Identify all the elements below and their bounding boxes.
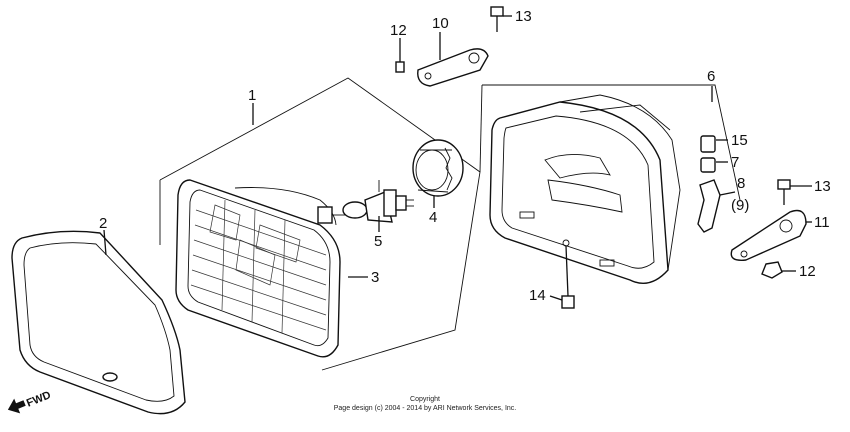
sealed-beam-unit [175, 179, 345, 358]
headlight-bulb [342, 180, 414, 223]
leader-lines [103, 15, 812, 301]
bulb-socket [412, 139, 464, 197]
upper-bracket [417, 48, 489, 87]
callout-11: 11 [814, 214, 830, 231]
callout-7: 7 [731, 154, 739, 171]
callout-1: 1 [248, 87, 256, 104]
bolt-13-top [490, 6, 504, 32]
page-design-notice: Page design (c) 2004 - 2014 by ARI Netwo… [333, 405, 517, 412]
callout-12-right: 12 [799, 263, 816, 280]
side-bracket [730, 209, 807, 261]
callout-12-top: 12 [390, 22, 407, 39]
callout-3: 3 [371, 269, 379, 286]
headlight-rim [11, 230, 186, 415]
callout-8: 8 [737, 175, 745, 192]
callout-14: 14 [529, 287, 546, 304]
bolt-14 [561, 295, 575, 309]
callout-13-top: 13 [515, 8, 532, 25]
bolts [395, 6, 791, 309]
callout-15: 15 [731, 132, 748, 149]
headlight-case [489, 94, 681, 284]
callout-5: 5 [374, 233, 382, 250]
case-assembly-frame [479, 84, 741, 201]
bolt-12-right [761, 261, 783, 279]
bolt-12-top [395, 61, 405, 73]
callout-4: 4 [429, 209, 437, 226]
callout-2: 2 [99, 215, 107, 232]
callout-13-right: 13 [814, 178, 831, 195]
callout-6: 6 [707, 68, 715, 85]
small-hardware [697, 135, 721, 233]
lens-pattern [190, 199, 327, 334]
callout-9: (9) [731, 197, 749, 214]
callout-10: 10 [432, 15, 449, 32]
copyright-line: Copyright [410, 396, 440, 403]
bolt-13-right [777, 179, 791, 205]
callout-labels: 1 2 3 4 5 6 7 8 (9) 10 11 12 12 13 13 14… [99, 8, 831, 304]
fwd-arrow-icon [7, 398, 26, 414]
